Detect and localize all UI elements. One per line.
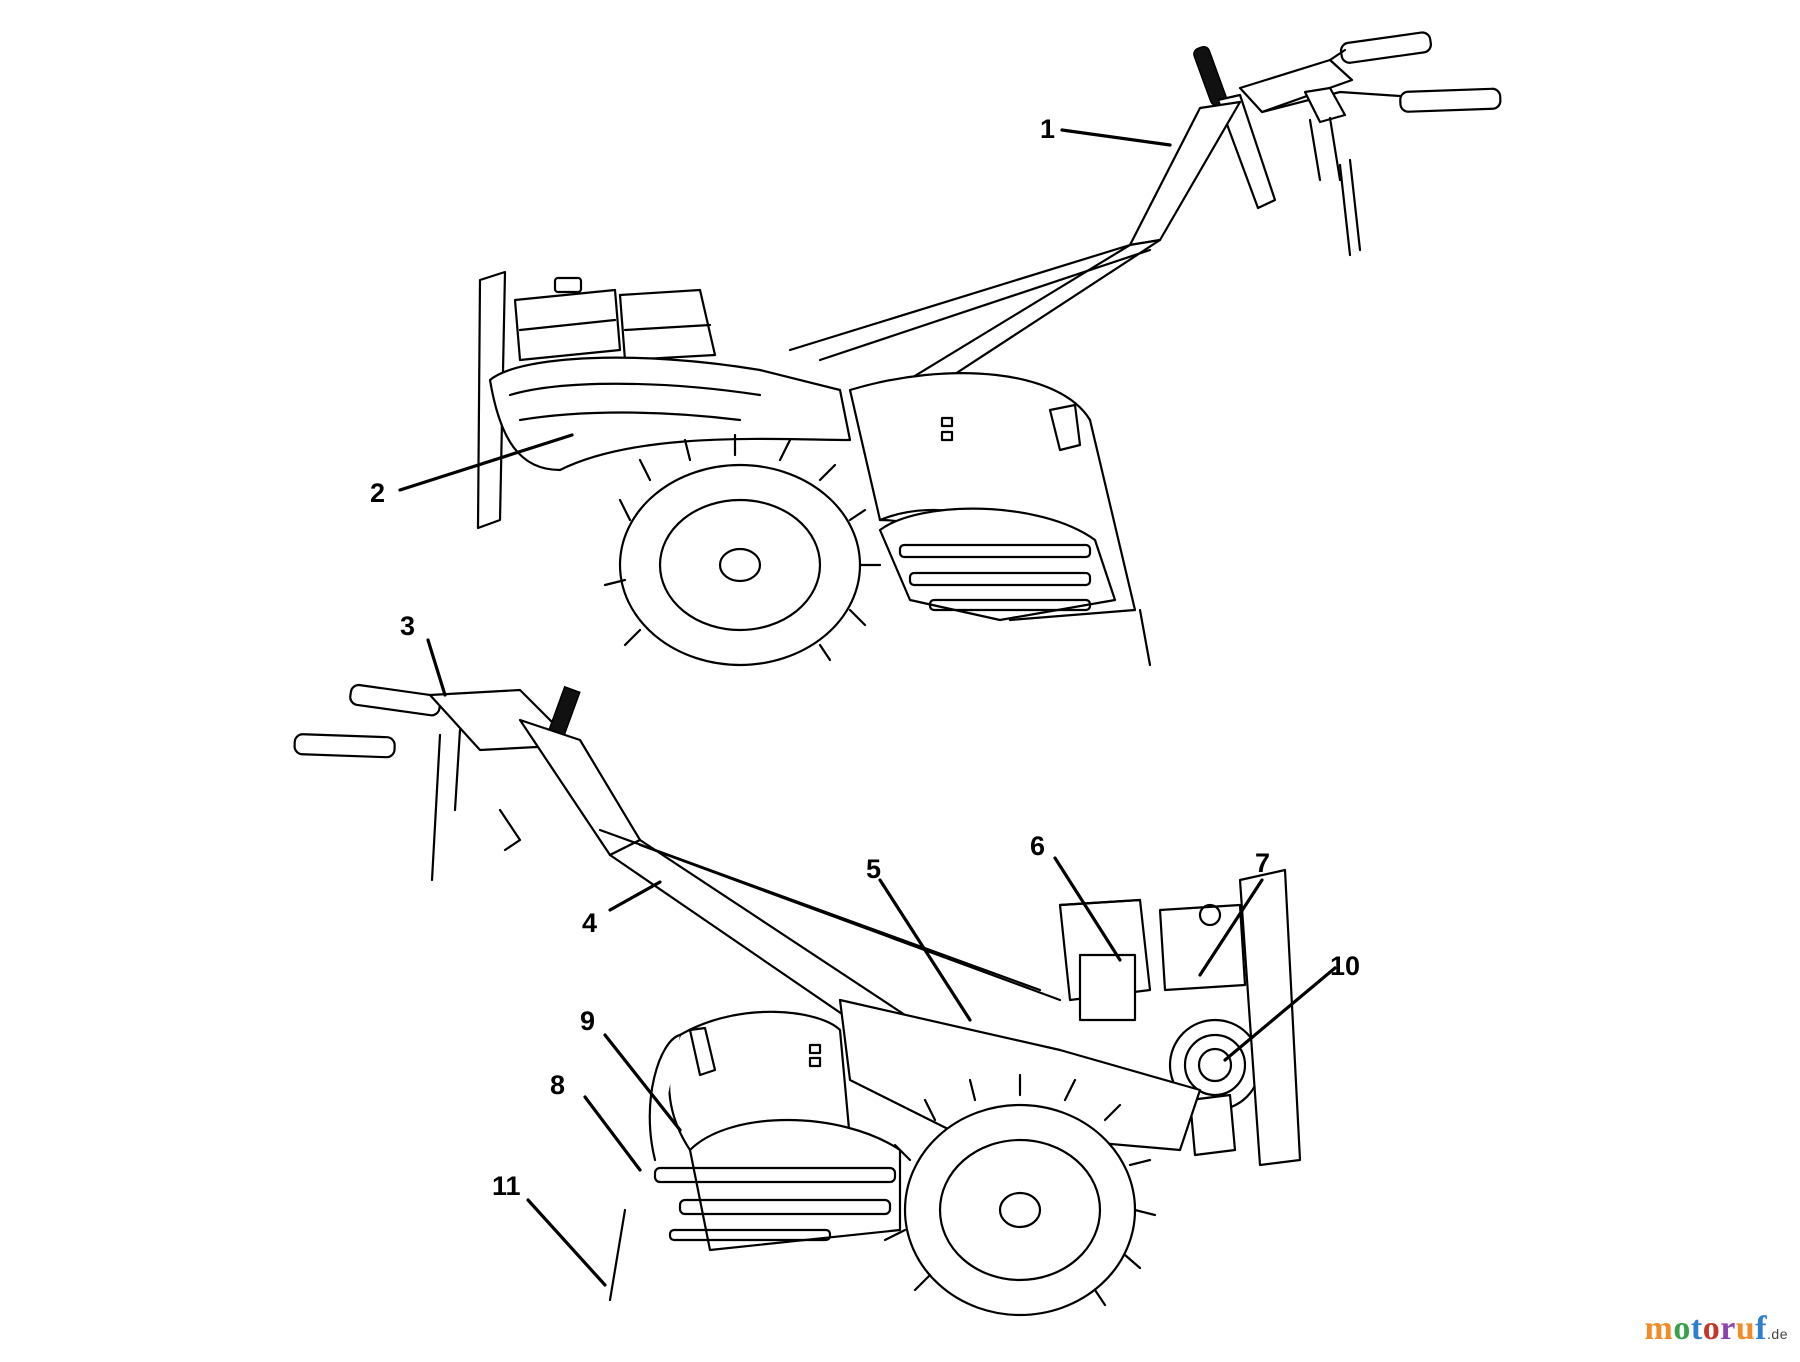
callout-6: 6: [1030, 831, 1045, 861]
wm-o: o: [1673, 1310, 1691, 1347]
leader-11: [526, 1198, 607, 1287]
callout-1: 1: [1040, 114, 1055, 144]
leader-6: [1053, 856, 1122, 962]
watermark-tld: .de: [1767, 1326, 1788, 1342]
wm-f: f: [1755, 1310, 1768, 1347]
wm-m: m: [1644, 1310, 1674, 1347]
wm-o2: o: [1702, 1310, 1721, 1347]
callout-7: 7: [1255, 848, 1270, 878]
callout-5: 5: [866, 854, 881, 884]
callout-numbers: 1 2 3 4 5 6 7 8 9 10 11: [370, 114, 1360, 1201]
leader-3: [426, 638, 447, 697]
callout-11: 11: [492, 1171, 521, 1201]
leader-4: [608, 880, 662, 912]
lower-tiller-illustration: [293, 683, 1302, 1317]
leader-10: [1223, 966, 1337, 1062]
callout-8: 8: [550, 1070, 565, 1100]
callout-10: 10: [1330, 951, 1360, 981]
leader-7: [1198, 878, 1264, 977]
callout-3: 3: [400, 611, 415, 641]
callout-2: 2: [370, 478, 385, 508]
wm-r: r: [1720, 1310, 1736, 1347]
leader-8: [583, 1095, 642, 1172]
callout-leaders: [398, 128, 1337, 1287]
callout-9: 9: [580, 1006, 595, 1036]
motoruf-watermark: motorufmotoruf.de: [1645, 1310, 1788, 1348]
wm-u: u: [1735, 1310, 1756, 1347]
leader-5: [878, 878, 972, 1022]
wm-t: t: [1690, 1310, 1703, 1347]
callout-4: 4: [582, 908, 597, 938]
leader-1: [1060, 128, 1172, 147]
leader-2: [398, 433, 574, 492]
leader-9: [603, 1033, 682, 1132]
upper-tiller-illustration: [476, 31, 1502, 667]
